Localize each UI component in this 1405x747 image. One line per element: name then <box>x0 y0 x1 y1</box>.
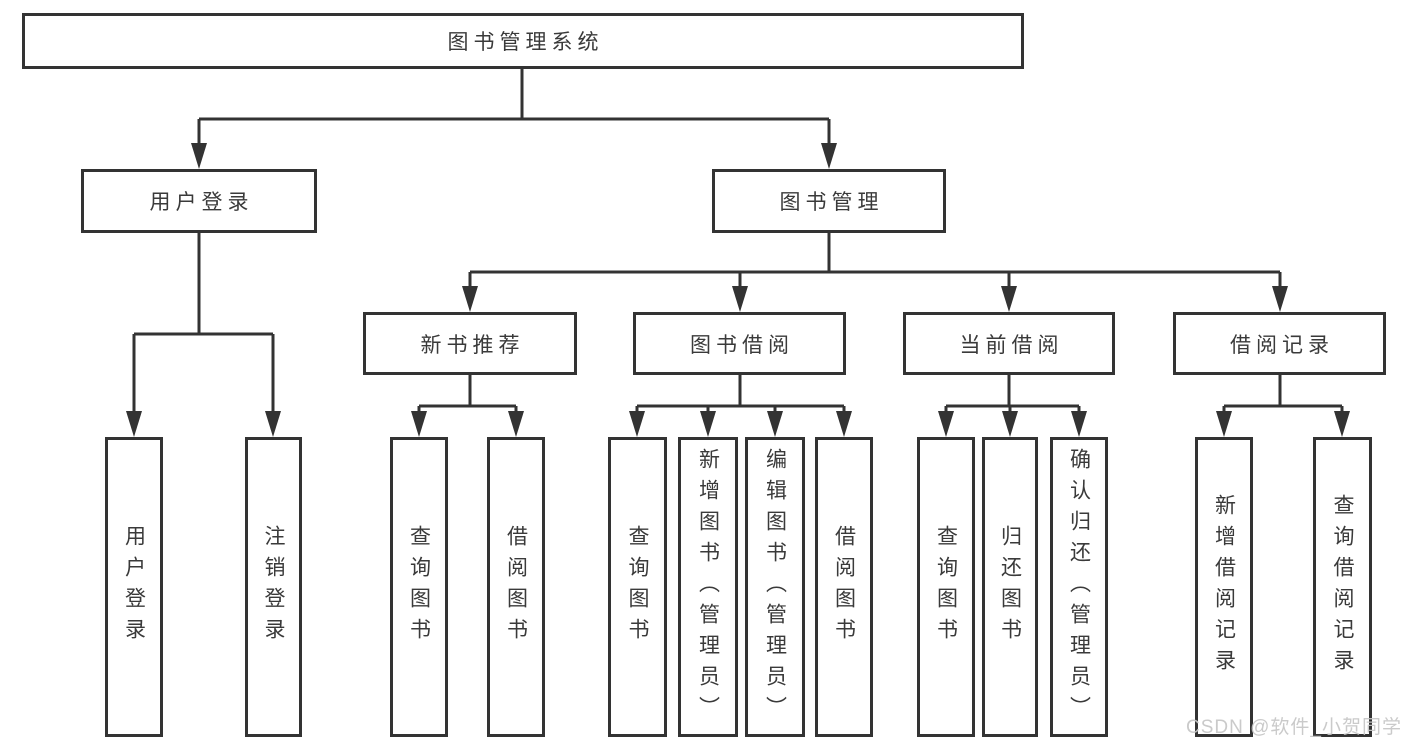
node-new-book-recommend: 新书推荐 <box>363 312 577 375</box>
arrow-down-icon <box>836 411 852 437</box>
arrow-down-icon <box>1071 411 1087 437</box>
arrowheads <box>126 143 1350 437</box>
arrow-down-icon <box>265 411 281 437</box>
arrow-down-icon <box>938 411 954 437</box>
leaf-label: 查询借阅记录 <box>1331 494 1354 680</box>
connector-user-login-children <box>132 233 275 414</box>
arrow-down-icon <box>1334 411 1350 437</box>
connector-root-to-level2 <box>197 69 831 147</box>
leaf-query-books-recommend: 查询图书 <box>390 437 448 737</box>
leaf-label: 新增图书（管理员） <box>696 447 720 727</box>
leaf-label: 新增借阅记录 <box>1212 494 1236 680</box>
leaf-add-borrow-record: 新增借阅记录 <box>1195 437 1253 737</box>
csdn-watermark: CSDN @软件_小贺同学 <box>1186 717 1402 738</box>
arrow-down-icon <box>126 411 142 437</box>
leaf-label: 借阅图书 <box>504 525 528 649</box>
leaf-label: 编辑图书（管理员） <box>763 447 787 727</box>
leaf-confirm-return-admin: 确认归还（管理员） <box>1050 437 1108 737</box>
node-borrow-records: 借阅记录 <box>1173 312 1386 375</box>
arrow-down-icon <box>191 143 207 169</box>
leaf-label: 确认归还（管理员） <box>1067 447 1091 727</box>
arrow-down-icon <box>1002 411 1018 437</box>
arrow-down-icon <box>767 411 783 437</box>
leaf-label: 查询图书 <box>407 525 431 649</box>
node-user-login: 用户登录 <box>81 169 317 233</box>
leaf-add-book-admin: 新增图书（管理员） <box>678 437 738 737</box>
node-root-library-system: 图书管理系统 <box>22 13 1024 69</box>
leaf-user-login: 用户登录 <box>105 437 163 737</box>
leaf-label: 查询图书 <box>626 525 649 649</box>
connector-book-management-children <box>468 233 1282 289</box>
arrow-down-icon <box>700 411 716 437</box>
leaf-label: 归还图书 <box>998 525 1022 649</box>
leaf-borrow-books-recommend: 借阅图书 <box>487 437 545 737</box>
arrow-down-icon <box>1216 411 1232 437</box>
arrow-down-icon <box>1272 286 1288 312</box>
leaf-return-books: 归还图书 <box>982 437 1038 737</box>
leaf-edit-book-admin: 编辑图书（管理员） <box>745 437 805 737</box>
connector-borrow-records-children <box>1222 375 1344 414</box>
leaf-label: 借阅图书 <box>832 525 856 649</box>
node-book-management: 图书管理 <box>712 169 946 233</box>
arrow-down-icon <box>821 143 837 169</box>
arrow-down-icon <box>629 411 645 437</box>
leaf-query-books-current: 查询图书 <box>917 437 975 737</box>
node-current-borrow: 当前借阅 <box>903 312 1115 375</box>
leaf-borrow-books-borrow: 借阅图书 <box>815 437 873 737</box>
connector-current-borrow-children <box>944 375 1081 414</box>
leaf-query-books-borrow: 查询图书 <box>608 437 667 737</box>
leaf-label: 用户登录 <box>122 525 146 649</box>
arrow-down-icon <box>732 286 748 312</box>
leaf-label: 注销登录 <box>262 525 285 649</box>
connector-book-borrow-children <box>635 375 846 414</box>
arrow-down-icon <box>462 286 478 312</box>
node-book-borrow: 图书借阅 <box>633 312 846 375</box>
connector-new-book-children <box>417 375 518 414</box>
leaf-logout-login: 注销登录 <box>245 437 302 737</box>
arrow-down-icon <box>411 411 427 437</box>
arrow-down-icon <box>508 411 524 437</box>
leaf-query-borrow-record: 查询借阅记录 <box>1313 437 1372 737</box>
leaf-label: 查询图书 <box>934 525 958 649</box>
arrow-down-icon <box>1001 286 1017 312</box>
